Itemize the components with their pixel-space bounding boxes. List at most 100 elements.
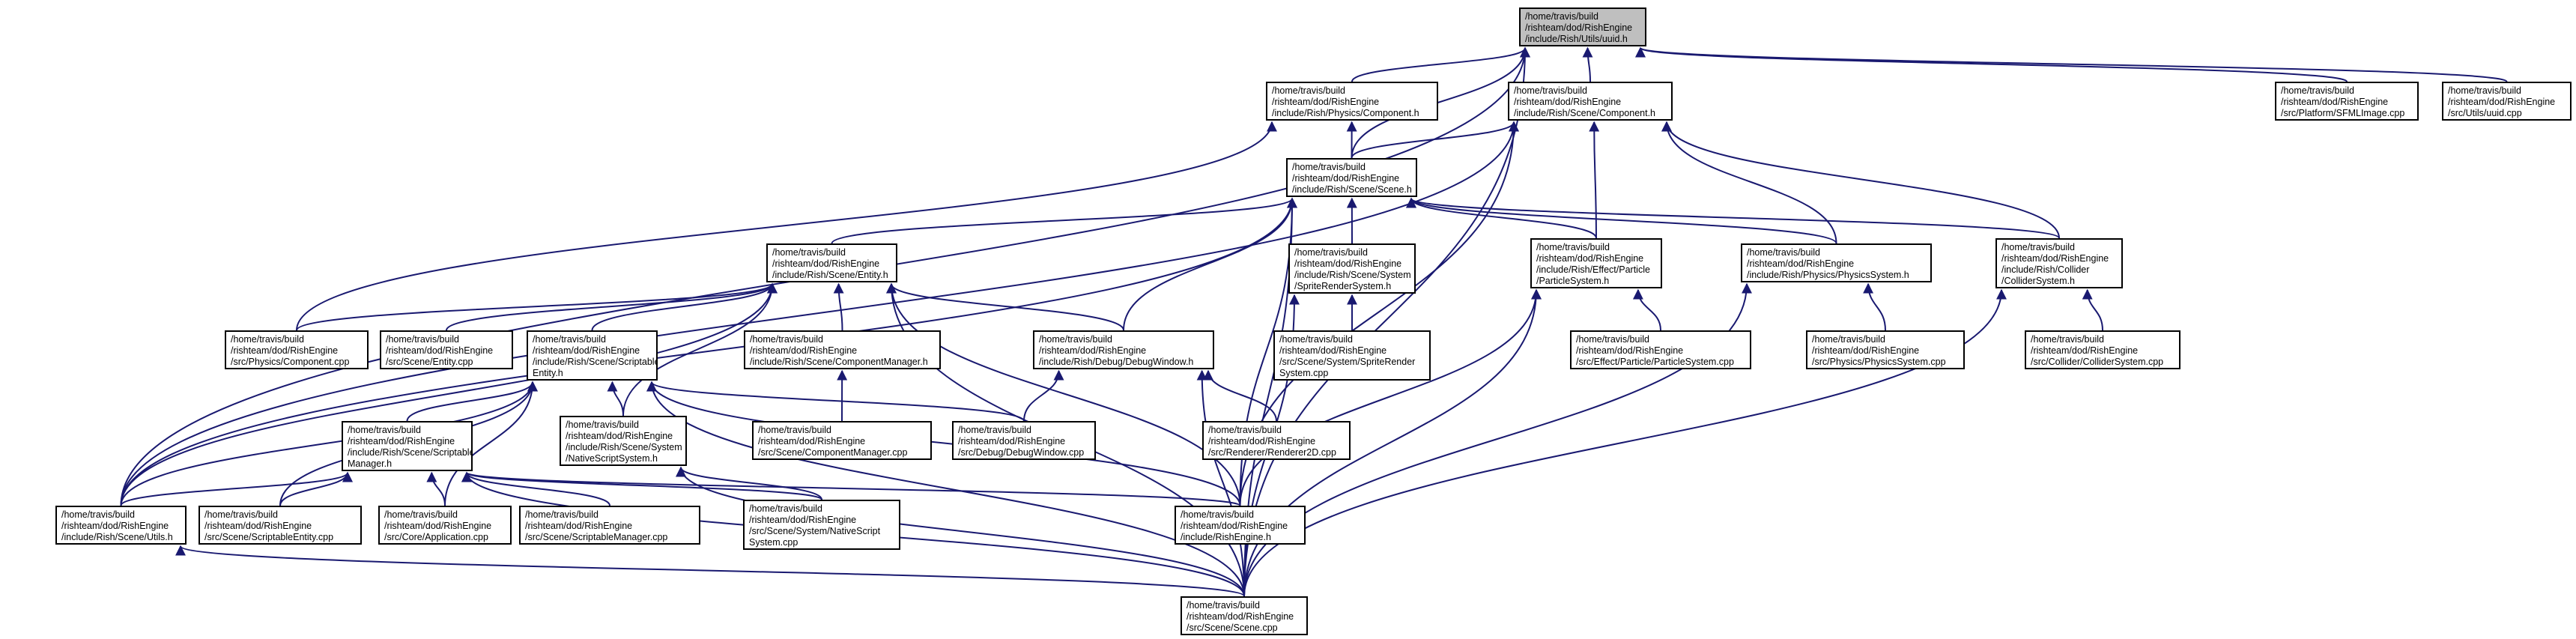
node-label-line: /rishteam/dod/RishEngine [1576,345,1684,356]
edge-rish_engine_h-to-scriptable_manager_h [461,471,1241,506]
node-label-line: /include/Rish/Scene/Scriptable [533,357,658,367]
node-label-line: Entity.h [533,368,563,378]
node-label-line: /home/travis/build [1292,162,1366,172]
edge-physics_system_cpp-to-physics_system_h [1863,282,1886,331]
edge-scriptable_entity_h-to-entity_h [591,282,778,331]
node-label-line: /src/Scene/Entity.cpp [386,357,473,367]
node-physics-component-cpp[interactable]: /home/travis/build/rishteam/dod/RishEngi… [225,330,369,369]
node-component-manager-h[interactable]: /home/travis/build/rishteam/dod/RishEngi… [744,330,941,369]
node-label-line: /rishteam/dod/RishEngine [758,436,866,446]
edge-entity_cpp-to-entity_h [446,282,778,331]
node-label-line: /rishteam/dod/RishEngine [204,521,312,531]
node-label-line: /rishteam/dod/RishEngine [958,436,1066,446]
node-label-line: /src/Scene/ScriptableManager.cpp [525,532,668,542]
node-collider-system-h[interactable]: /home/travis/build/rishteam/dod/RishEngi… [1995,238,2123,288]
node-sprite-render-system-h[interactable]: /home/travis/build/rishteam/dod/RishEngi… [1288,243,1416,294]
node-label-line: /src/Scene/Scene.cpp [1187,623,1278,633]
node-label-line: /src/Effect/Particle/ParticleSystem.cpp [1576,357,1734,367]
node-scriptable-entity-h[interactable]: /home/travis/build/rishteam/dod/RishEngi… [527,330,658,381]
node-sfml-image-cpp[interactable]: /home/travis/build/rishteam/dod/RishEngi… [2275,82,2419,121]
node-renderer2d-cpp[interactable]: /home/travis/build/rishteam/dod/RishEngi… [1202,421,1351,460]
node-particle-system-cpp[interactable]: /home/travis/build/rishteam/dod/RishEngi… [1570,330,1751,369]
node-debug-window-h[interactable]: /home/travis/build/rishteam/dod/RishEngi… [1033,330,1214,369]
node-label-line: /include/Rish/Effect/Particle [1536,264,1650,275]
node-physics-system-h[interactable]: /home/travis/build/rishteam/dod/RishEngi… [1741,243,1932,282]
node-native-script-system-h[interactable]: /home/travis/build/rishteam/dod/RishEngi… [560,416,687,466]
node-label-line: /include/Rish/Collider [2001,264,2090,275]
edge-debug_window_h-to-scene_h [1123,197,1297,331]
edge-scriptable_entity_cpp-to-scriptable_manager_h [279,471,353,506]
node-collider-system-cpp[interactable]: /home/travis/build/rishteam/dod/RishEngi… [2025,330,2180,369]
node-scene-utils-h[interactable]: /home/travis/build/rishteam/dod/RishEngi… [55,506,187,545]
node-label-line: /rishteam/dod/RishEngine [749,515,857,525]
node-component-manager-cpp[interactable]: /home/travis/build/rishteam/dod/RishEngi… [752,421,932,460]
node-rish-engine-h[interactable]: /home/travis/build/rishteam/dod/RishEngi… [1175,506,1306,545]
node-label-line: /home/travis/build [2281,85,2354,96]
node-label-line: /home/travis/build [204,509,278,520]
node-application-cpp[interactable]: /home/travis/build/rishteam/dod/RishEngi… [378,506,512,545]
edge-particle_system_h-to-scene_h [1406,197,1597,239]
node-label-line: /home/travis/build [1536,242,1610,252]
edge-native_script_system_cpp-to-native_script_system_h [676,466,822,500]
node-label-line: /home/travis/build [1181,509,1254,520]
edge-application_cpp-to-scriptable_manager_h [426,471,446,506]
node-uuid-cpp[interactable]: /home/travis/build/rishteam/dod/RishEngi… [2442,82,2572,121]
node-label-line: /include/Rish/Scene/System [1294,270,1411,280]
node-scene-component-h[interactable]: /home/travis/build/rishteam/dod/RishEngi… [1508,82,1673,121]
node-label-line: System.cpp [749,537,798,548]
node-label-line: /rishteam/dod/RishEngine [1187,611,1294,622]
node-label-line: /rishteam/dod/RishEngine [384,521,492,531]
edge-scene_utils_h-to-entity_h [120,282,778,506]
node-physics-component-h[interactable]: /home/travis/build/rishteam/dod/RishEngi… [1266,82,1438,121]
edge-scriptable_manager_h-to-scriptable_entity_h [406,381,538,422]
node-label-line: /home/travis/build [2031,334,2104,345]
node-label-line: /rishteam/dod/RishEngine [2281,97,2389,107]
edge-entity_h-to-scene_h [831,197,1297,244]
node-sprite-render-system-cpp[interactable]: /home/travis/build/rishteam/dod/RishEngi… [1273,330,1431,381]
node-entity-cpp[interactable]: /home/travis/build/rishteam/dod/RishEngi… [380,330,513,369]
node-label-line: /include/RishEngine.h [1181,532,1271,542]
node-debug-window-cpp[interactable]: /home/travis/build/rishteam/dod/RishEngi… [952,421,1096,460]
node-label-line: /rishteam/dod/RishEngine [231,345,339,356]
edge-debug_window_cpp-to-debug_window_h [1023,369,1064,422]
node-entity-h[interactable]: /home/travis/build/rishteam/dod/RishEngi… [766,243,897,282]
edge-physics_system_h-to-scene_component_h [1661,121,1837,244]
node-label-line: /rishteam/dod/RishEngine [2001,253,2109,264]
edge-collider_system_h-to-scene_component_h [1661,121,2060,239]
node-label-line: /home/travis/build [61,509,135,520]
node-label-line: /rishteam/dod/RishEngine [1292,173,1400,184]
node-particle-system-h[interactable]: /home/travis/build/rishteam/dod/RishEngi… [1530,238,1662,288]
edge-application_cpp-to-scriptable_entity_h [444,381,538,506]
edge-native_script_system_h-to-scriptable_entity_h [607,381,624,417]
edge-scene_h-to-uuid_h [1351,46,1530,159]
node-label-line: /rishteam/dod/RishEngine [2448,97,2556,107]
node-label-line: /rishteam/dod/RishEngine [1272,97,1380,107]
node-label-line: /rishteam/dod/RishEngine [525,521,633,531]
node-label-line: /ParticleSystem.h [1536,276,1610,286]
edge-collider_system_h-to-scene_h [1406,197,2060,239]
node-label-line: /home/travis/build [1525,11,1598,22]
node-label-line: /ColliderSystem.h [2001,276,2075,286]
node-scene-cpp[interactable]: /home/travis/build/rishteam/dod/RishEngi… [1181,596,1308,635]
edge-rish_engine_h-to-entity_h [886,282,1241,506]
edge-scene_utils_h-to-scene_h [120,197,1297,506]
node-scriptable-manager-h[interactable]: /home/travis/build/rishteam/dod/RishEngi… [342,421,473,471]
node-native-script-system-cpp[interactable]: /home/travis/build/rishteam/dod/RishEngi… [743,500,900,550]
node-label-line: /rishteam/dod/RishEngine [750,345,858,356]
node-label-line: /rishteam/dod/RishEngine [1536,253,1644,264]
node-label-line: /include/Rish/Scene/Scene.h [1292,184,1412,195]
node-scriptable-entity-cpp[interactable]: /home/travis/build/rishteam/dod/RishEngi… [198,506,362,545]
edge-physics_system_h-to-scene_h [1406,197,1837,244]
edge-scene_cpp-to-debug_window_h [1196,369,1245,597]
node-label-line: /rishteam/dod/RishEngine [386,345,494,356]
node-label-line: /NativeScriptSystem.h [566,453,658,464]
node-scene-h[interactable]: /home/travis/build/rishteam/dod/RishEngi… [1286,158,1417,197]
node-label-line: /rishteam/dod/RishEngine [2031,345,2139,356]
edge-particle_system_h-to-scene_component_h [1589,121,1600,239]
node-label-line: /include/Rish/Utils/uuid.h [1525,34,1628,44]
node-physics-system-cpp[interactable]: /home/travis/build/rishteam/dod/RishEngi… [1806,330,1965,369]
node-scriptable-manager-cpp[interactable]: /home/travis/build/rishteam/dod/RishEngi… [519,506,700,545]
node-label-line: /rishteam/dod/RishEngine [1279,345,1387,356]
node-label-line: /include/Rish/Debug/DebugWindow.h [1039,357,1194,367]
